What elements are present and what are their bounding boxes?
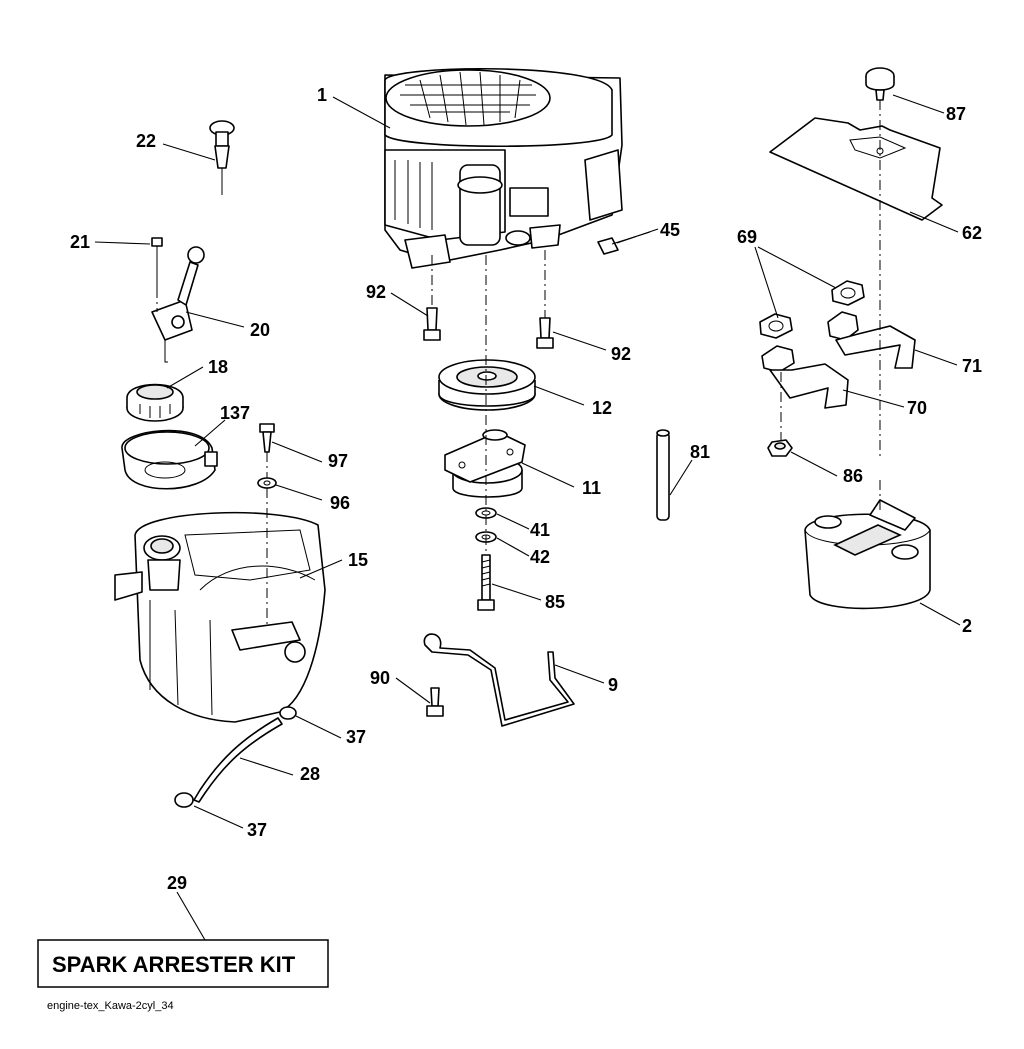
nut-part xyxy=(767,439,793,457)
callout-42: 42 xyxy=(530,547,550,567)
clutch-part xyxy=(444,429,526,498)
bolt-92a-part xyxy=(423,307,441,341)
fuel-guard-part xyxy=(121,429,218,490)
callout-71: 71 xyxy=(962,356,982,376)
callout-62: 62 xyxy=(962,223,982,243)
callout-37a: 37 xyxy=(346,727,366,747)
washer-96-part xyxy=(257,477,277,489)
callout-28: 28 xyxy=(300,764,320,784)
callout-11: 11 xyxy=(582,478,601,498)
callout-18: 18 xyxy=(208,357,228,377)
callout-86: 86 xyxy=(843,466,863,486)
heat-shield-part xyxy=(769,117,943,221)
bolt-85-part xyxy=(477,554,495,611)
bolt-90-part xyxy=(426,687,444,717)
spark-arrester-kit-label: SPARK ARRESTER KIT xyxy=(52,952,296,977)
callout-29: 29 xyxy=(167,873,187,893)
callout-1: 1 xyxy=(317,85,327,105)
pulley-part xyxy=(438,359,536,411)
fuel-hose-part xyxy=(193,717,283,803)
callout-69: 69 xyxy=(737,227,757,247)
callout-70: 70 xyxy=(907,398,927,418)
throttle-control-part xyxy=(151,246,205,363)
rod-part xyxy=(423,633,575,727)
engine-part xyxy=(384,67,623,269)
muffler-part xyxy=(804,499,931,610)
hose-clamp-37b-part xyxy=(174,792,194,808)
callout-92b: 92 xyxy=(611,344,631,364)
callout-137: 137 xyxy=(220,403,250,423)
callout-12: 12 xyxy=(592,398,612,418)
callout-9: 9 xyxy=(608,675,618,695)
callout-41: 41 xyxy=(530,520,550,540)
screw-97-part xyxy=(259,423,275,453)
tube-part xyxy=(656,429,670,521)
callout-labels: 1 22 21 20 18 137 97 96 15 37 28 37 92 9… xyxy=(70,85,982,893)
callout-92a: 92 xyxy=(366,282,386,302)
callout-81: 81 xyxy=(690,442,710,462)
gasket-69a-part xyxy=(759,313,793,339)
bolt-92b-part xyxy=(536,317,554,349)
exhaust-pipe-70-part xyxy=(761,345,849,409)
callout-90: 90 xyxy=(370,668,390,688)
callout-2: 2 xyxy=(962,616,972,636)
callout-45: 45 xyxy=(660,220,680,240)
callout-87: 87 xyxy=(946,104,966,124)
callout-37b: 37 xyxy=(247,820,267,840)
leader-lines xyxy=(94,94,961,941)
hose-clamp-37a-part xyxy=(279,706,297,720)
diagram-caption: engine-tex_Kawa-2cyl_34 xyxy=(47,1000,174,1012)
callout-22: 22 xyxy=(136,131,156,151)
callout-97: 97 xyxy=(328,451,348,471)
fuel-tank-part xyxy=(114,511,326,723)
fuel-cap-part xyxy=(126,383,184,422)
callout-15: 15 xyxy=(348,550,368,570)
callout-20: 20 xyxy=(250,320,270,340)
screw-21-part xyxy=(151,237,163,288)
dipstick-part xyxy=(209,120,235,195)
callout-21: 21 xyxy=(70,232,90,252)
spark-arrester-kit-box: SPARK ARRESTER KIT xyxy=(37,939,329,988)
part-45 xyxy=(597,231,651,255)
gasket-69b-part xyxy=(831,280,865,306)
exhaust-pipe-71-part xyxy=(827,311,916,369)
knob-part xyxy=(865,67,895,101)
callout-96: 96 xyxy=(330,493,350,513)
callout-85: 85 xyxy=(545,592,565,612)
